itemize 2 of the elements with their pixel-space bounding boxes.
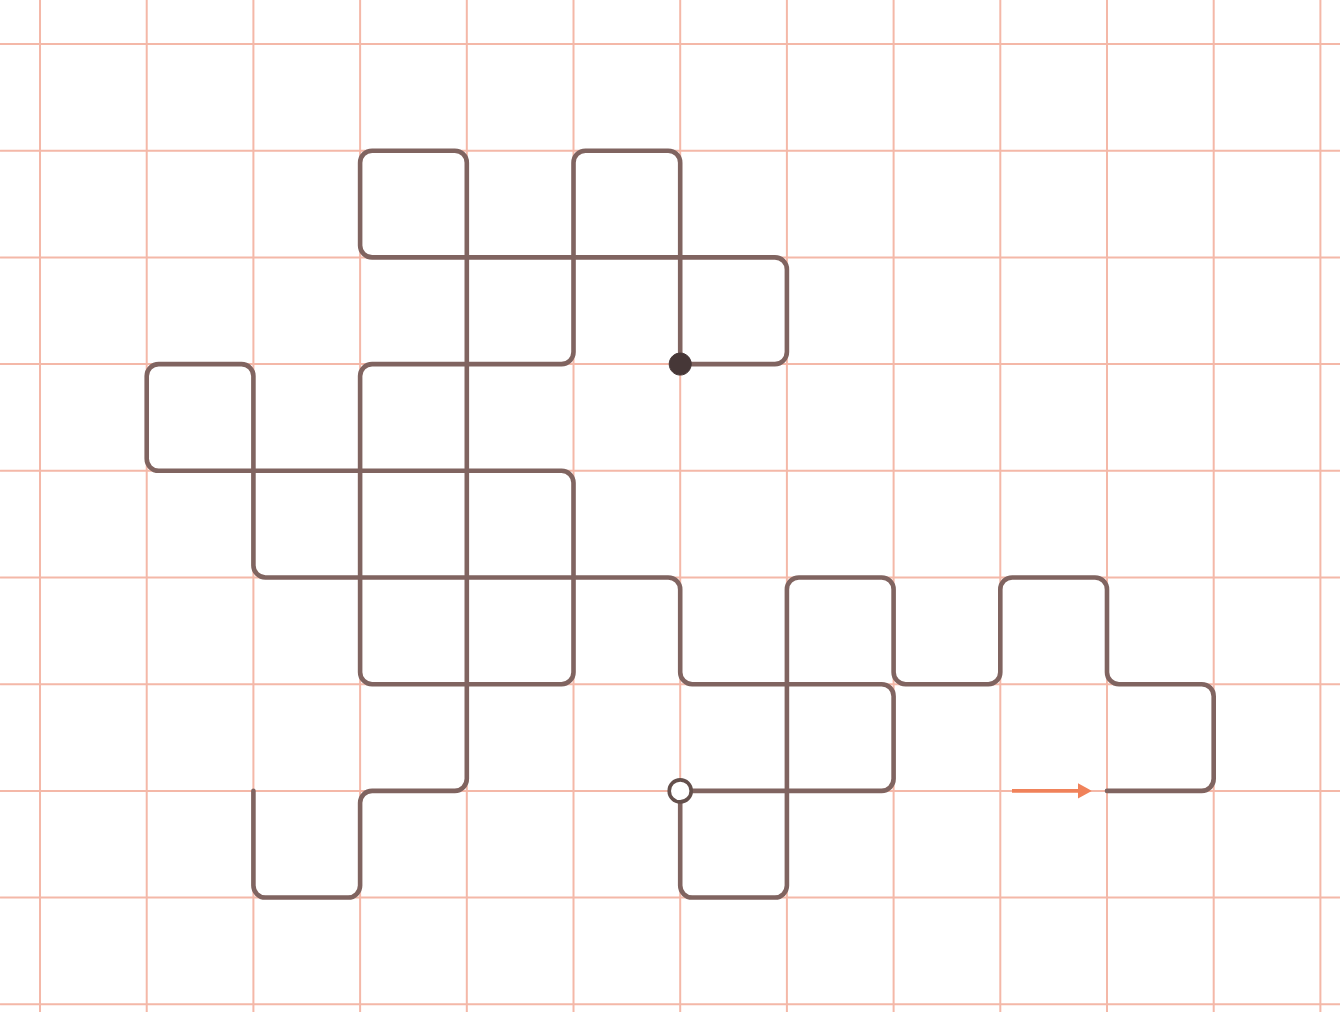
- dot: [668, 352, 692, 376]
- open-circle: [667, 778, 693, 804]
